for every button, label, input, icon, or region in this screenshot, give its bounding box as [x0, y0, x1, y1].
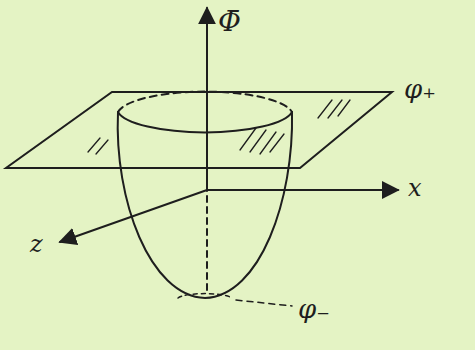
axis-label: x — [408, 176, 422, 200]
phi-plus-label: φ₊ — [404, 76, 436, 102]
phi-bar-axis-label: Φ̄ — [218, 8, 241, 36]
vertical-axis — [206, 8, 208, 190]
well-rim-back — [118, 92, 292, 112]
x-axis — [207, 189, 398, 191]
phi-plus-plane — [6, 92, 392, 168]
z-axis — [60, 190, 207, 242]
well-bottom — [178, 294, 232, 298]
plane-hatching — [88, 100, 350, 154]
phi-minus-label: φ₋ — [298, 296, 330, 322]
bottom-leader — [236, 300, 292, 306]
vertical-axis-hidden — [206, 190, 208, 290]
well-rim-front — [118, 112, 292, 132]
axis-label: z — [30, 232, 43, 256]
potential-well — [118, 112, 292, 298]
